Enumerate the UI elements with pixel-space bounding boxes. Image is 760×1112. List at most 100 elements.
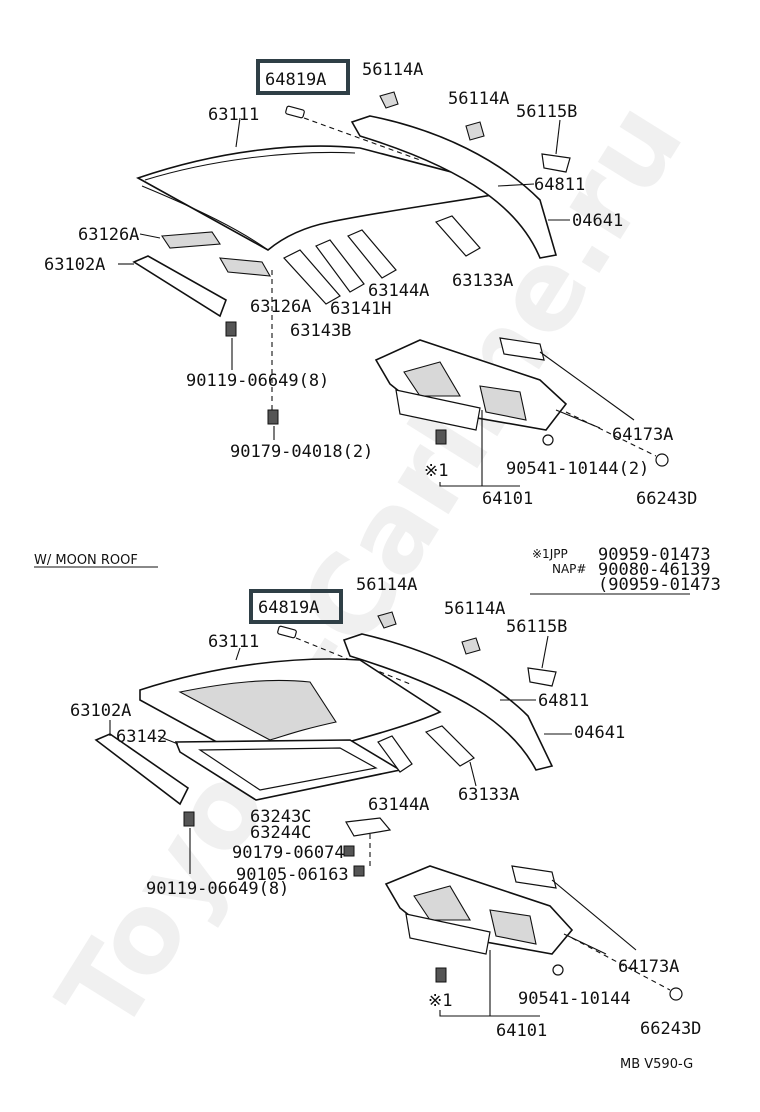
pad-63126A-1 <box>161 231 221 249</box>
label-64811-top[interactable]: 64811 <box>534 175 585 195</box>
label-90179-bottom[interactable]: 90179-06074 <box>232 843 345 863</box>
label-56114A-1-top[interactable]: 56114A <box>362 60 423 80</box>
clip-56114A-2-top <box>465 121 485 141</box>
label-64101-bottom[interactable]: 64101 <box>496 1021 547 1041</box>
nut-90541-bottom <box>552 964 564 976</box>
label-56114A-2-bottom[interactable]: 56114A <box>444 599 505 619</box>
rail-63102A-bottom <box>94 733 190 806</box>
clip-56114A-2-bottom <box>461 637 481 655</box>
pad-63126A-2 <box>218 257 272 277</box>
header-64811-bottom <box>342 633 554 771</box>
bottom-section: 64819A 63111 56114A 56114A 56115B 64811 … <box>70 575 701 1041</box>
clip-star1-bottom <box>435 967 447 983</box>
tray-lower <box>395 389 481 431</box>
tray-hole-b1 <box>413 885 471 921</box>
bracket-56115B-bottom <box>527 667 557 687</box>
label-56115B-bottom[interactable]: 56115B <box>506 617 567 637</box>
lead-63142 <box>157 735 179 745</box>
label-63142[interactable]: 63142 <box>116 727 167 747</box>
note-line2-key: NAP# <box>552 562 586 576</box>
label-63244C[interactable]: 63244C <box>250 823 311 843</box>
tray-lower-b <box>405 913 491 955</box>
bracket-64173A-bottom <box>511 865 557 889</box>
label-63243C[interactable]: 63243C <box>250 807 311 827</box>
moon-roof-heading: W/ MOON ROOF <box>34 553 138 568</box>
label-90541-bottom[interactable]: 90541-10144 <box>518 989 631 1009</box>
label-63102A-top[interactable]: 63102A <box>44 255 105 275</box>
bolt-90179-top <box>267 409 279 425</box>
bracket-63243C <box>345 817 392 837</box>
note-line2-val: 90080-46139 <box>598 560 711 580</box>
label-64173A-top[interactable]: 64173A <box>612 425 673 445</box>
tray-hole-1 <box>403 361 461 397</box>
rail-63102A-top <box>132 255 227 318</box>
label-56114A-1-bottom[interactable]: 56114A <box>356 575 417 595</box>
roof-panel-63111-top <box>136 145 521 251</box>
label-90179-top[interactable]: 90179-04018(2) <box>230 442 373 462</box>
label-56115B-top[interactable]: 56115B <box>516 102 577 122</box>
label-90105-bottom[interactable]: 90105-06163 <box>236 865 349 885</box>
label-90541-top[interactable]: 90541-10144(2) <box>506 459 649 479</box>
label-63126A-2-top[interactable]: 63126A <box>250 297 311 317</box>
label-04641-top[interactable]: 04641 <box>572 211 623 231</box>
lead-64173A-a <box>539 351 635 421</box>
label-63111-top[interactable]: 63111 <box>208 105 259 125</box>
label-56114A-2-top[interactable]: 56114A <box>448 89 509 109</box>
cap-66243D-bottom <box>669 987 683 1001</box>
label-66243D-top[interactable]: 66243D <box>636 489 697 509</box>
header-64811-top <box>350 115 558 259</box>
note-line3-val: (90959-01473 <box>598 575 721 595</box>
label-63144A-bottom[interactable]: 63144A <box>368 795 429 815</box>
label-64819A-top[interactable]: 64819A <box>265 70 326 90</box>
label-64173A-bottom[interactable]: 64173A <box>618 957 679 977</box>
bracket-line-64101-b <box>439 1010 540 1017</box>
label-04641-bottom[interactable]: 04641 <box>574 723 625 743</box>
highlight-box-64819A-top <box>256 59 350 95</box>
lead-64173A-b1 <box>551 879 637 951</box>
label-63126A-1-top[interactable]: 63126A <box>78 225 139 245</box>
label-90119-bottom[interactable]: 90119-06649(8) <box>146 879 289 899</box>
nut-90541-top <box>542 434 554 446</box>
label-63133A-top[interactable]: 63133A <box>452 271 513 291</box>
label-64819A-bottom[interactable]: 64819A <box>258 598 319 618</box>
lead-63133A-b <box>469 761 477 787</box>
bolt-90119-top <box>225 321 237 337</box>
tray-hole-b2 <box>489 909 537 945</box>
sunroof-opening <box>178 679 337 741</box>
dash-66243D <box>565 411 657 457</box>
notes-block: ※1JPP 90959-01473 NAP# 90080-46139 (9095… <box>530 545 721 595</box>
reinf-63133A-bottom <box>424 725 475 767</box>
label-star1-top[interactable]: ※1 <box>424 461 448 481</box>
label-63144A-top[interactable]: 63144A <box>368 281 429 301</box>
bracket-64173A-top <box>499 337 545 361</box>
note-line1-val: 90959-01473 <box>598 545 711 565</box>
label-63133A-bottom[interactable]: 63133A <box>458 785 519 805</box>
label-63143B-top[interactable]: 63143B <box>290 321 351 341</box>
label-64101-top[interactable]: 64101 <box>482 489 533 509</box>
label-63102A-bottom[interactable]: 63102A <box>70 701 131 721</box>
label-90119-top[interactable]: 90119-06649(8) <box>186 371 329 391</box>
label-64811-bottom[interactable]: 64811 <box>538 691 589 711</box>
label-star1-bottom[interactable]: ※1 <box>428 991 452 1011</box>
bracket-line-64101 <box>439 482 520 487</box>
note-line1-key: ※1JPP <box>532 547 568 561</box>
label-66243D-bottom[interactable]: 66243D <box>640 1019 701 1039</box>
clip-56114A-1-top <box>379 91 399 109</box>
clip-64819A-bottom <box>277 625 297 639</box>
label-63111-bottom[interactable]: 63111 <box>208 632 259 652</box>
dash-line <box>303 117 421 161</box>
clip-64819A-top <box>285 105 305 119</box>
lead-64173A-b2 <box>563 933 607 955</box>
label-63141H-top[interactable]: 63141H <box>330 299 391 319</box>
footer-code: MB V590-G <box>620 1057 693 1072</box>
top-section: 64819A 63111 56114A 56114A 56115B 64811 … <box>44 59 697 509</box>
lead-56115B <box>555 119 561 155</box>
bracket-56115B-top <box>541 153 571 173</box>
dash-66243D-b <box>571 937 671 991</box>
reinf-63144A-bottom <box>377 735 413 773</box>
tray-hole-2 <box>479 385 527 421</box>
highlight-box-64819A-bottom <box>249 589 343 624</box>
lead-56115B-b <box>541 635 549 669</box>
